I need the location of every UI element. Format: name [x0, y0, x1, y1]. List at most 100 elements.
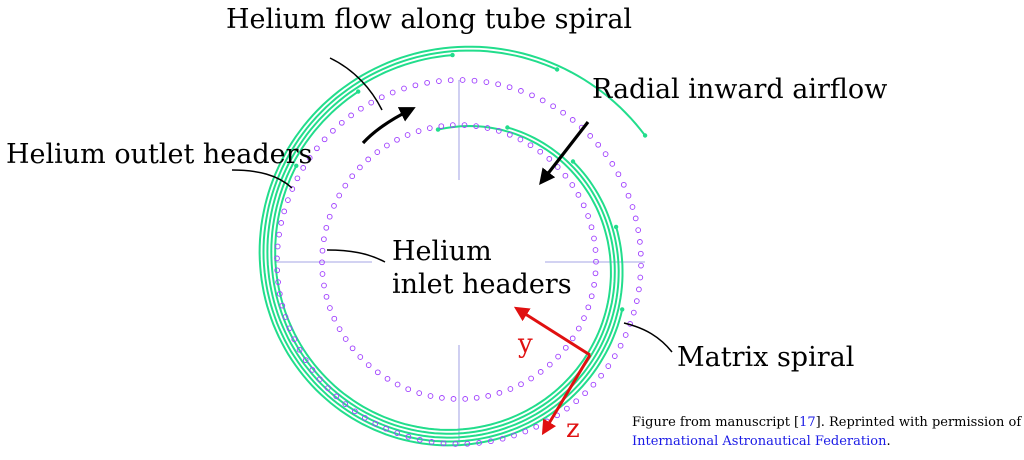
header-marker	[424, 79, 430, 86]
header-marker	[598, 372, 604, 379]
header-marker	[394, 381, 401, 388]
header-marker	[319, 271, 326, 277]
label-inlet-headers-line1: Helium	[392, 236, 492, 267]
header-marker	[365, 362, 372, 368]
header-marker	[625, 192, 632, 199]
header-marker	[637, 274, 644, 281]
header-marker	[336, 326, 343, 332]
header-marker	[306, 155, 313, 161]
header-marker	[473, 123, 479, 129]
z-axis-arrow	[541, 354, 592, 436]
header-marker	[569, 117, 576, 123]
header-marker	[488, 438, 494, 445]
header-marker	[365, 156, 372, 163]
header-marker	[405, 386, 412, 393]
header-marker	[562, 344, 569, 351]
header-marker	[319, 247, 326, 254]
header-marker	[374, 149, 381, 155]
leader-matrix-spiral	[623, 322, 673, 353]
header-node	[435, 127, 441, 132]
header-marker	[374, 369, 381, 376]
header-marker	[562, 172, 569, 179]
header-marker	[471, 77, 478, 84]
header-marker	[279, 302, 286, 309]
header-marker	[590, 381, 597, 388]
header-marker	[573, 398, 580, 405]
header-marker	[426, 125, 433, 131]
header-marker	[585, 213, 591, 219]
header-marker	[539, 97, 546, 104]
header-marker	[336, 192, 343, 199]
header-node	[356, 89, 361, 94]
label-matrix-spiral: Matrix spiral	[677, 342, 855, 373]
header-marker	[276, 291, 283, 297]
radial-airflow-arrow	[539, 121, 590, 186]
header-marker	[331, 315, 338, 322]
header-marker	[569, 182, 576, 188]
caption-text-before: Figure from manuscript [	[632, 415, 800, 430]
header-marker	[575, 325, 582, 332]
header-marker	[495, 81, 501, 88]
header-marker	[333, 393, 340, 400]
header-marker	[632, 215, 639, 222]
header-marker	[319, 259, 325, 266]
header-marker	[617, 342, 624, 349]
header-marker	[506, 84, 513, 91]
header-node	[570, 159, 576, 164]
header-marker	[459, 77, 466, 83]
header-marker	[300, 165, 307, 171]
header-marker	[592, 270, 599, 277]
header-marker	[585, 304, 592, 311]
caption-text-after: ]. Reprinted with permission of the	[815, 415, 1024, 430]
header-marker	[274, 255, 280, 262]
header-marker	[546, 361, 553, 368]
header-marker	[362, 414, 368, 421]
header-marker	[499, 435, 506, 442]
header-marker	[291, 336, 298, 343]
header-marker	[518, 381, 524, 388]
header-marker	[517, 136, 524, 143]
header-marker	[394, 136, 400, 143]
header-marker	[321, 236, 327, 243]
header-marker	[281, 208, 288, 215]
header-marker	[449, 122, 456, 128]
header-marker	[282, 314, 289, 320]
header-marker	[461, 122, 468, 128]
header-marker	[436, 78, 442, 84]
header-marker	[357, 354, 364, 360]
y-axis-arrow	[513, 306, 591, 357]
spiral-tube	[262, 49, 624, 443]
helium-flow-arrow	[361, 107, 416, 145]
label-helium-flow: Helium flow along tube spiral	[226, 4, 633, 35]
header-marker	[330, 127, 336, 134]
header-marker	[314, 145, 320, 152]
caption-org-link[interactable]: International Astronautical Federation	[632, 434, 887, 449]
header-marker	[357, 164, 363, 171]
header-marker	[587, 133, 594, 139]
header-marker	[352, 408, 358, 415]
header-marker	[447, 77, 454, 84]
header-marker	[358, 105, 364, 112]
header-marker	[507, 386, 514, 392]
header-marker	[285, 197, 291, 203]
header-marker	[588, 224, 595, 231]
header-marker	[581, 315, 587, 321]
header-node	[450, 52, 455, 58]
header-marker	[602, 151, 609, 157]
header-marker	[384, 142, 390, 149]
header-marker	[605, 363, 612, 369]
header-marker	[511, 432, 517, 439]
header-marker	[580, 202, 587, 209]
header-marker	[496, 390, 503, 396]
header-marker	[274, 243, 281, 250]
header-marker	[546, 156, 553, 162]
header-marker	[342, 401, 349, 407]
header-node	[294, 163, 299, 168]
caption-ref-link[interactable]: 17	[799, 415, 816, 430]
header-node	[613, 224, 619, 230]
header-node	[554, 67, 560, 72]
header-marker	[622, 332, 629, 338]
header-marker	[462, 396, 469, 402]
leader-helium-flow	[329, 57, 383, 111]
